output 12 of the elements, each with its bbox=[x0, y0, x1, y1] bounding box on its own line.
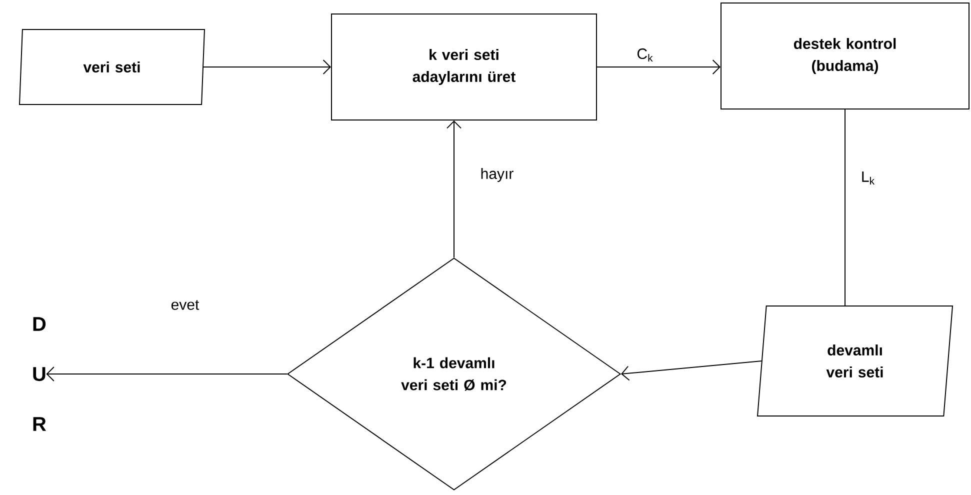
stop-text: D U R bbox=[33, 317, 46, 431]
edge-label: evet bbox=[170, 299, 200, 311]
arrow bbox=[596, 60, 721, 74]
edge-label: L$_{k}$ bbox=[860, 170, 876, 186]
edge-label: hayır bbox=[479, 167, 515, 183]
process-box: destek kontrol (budama) bbox=[720, 2, 970, 110]
edge-label: C$_{k}$ bbox=[636, 47, 654, 63]
arrow bbox=[46, 366, 288, 382]
arrow bbox=[621, 360, 762, 381]
arrow bbox=[446, 120, 462, 258]
process-box: k veri seti adaylarını üret bbox=[331, 14, 597, 120]
arrow bbox=[203, 60, 331, 74]
